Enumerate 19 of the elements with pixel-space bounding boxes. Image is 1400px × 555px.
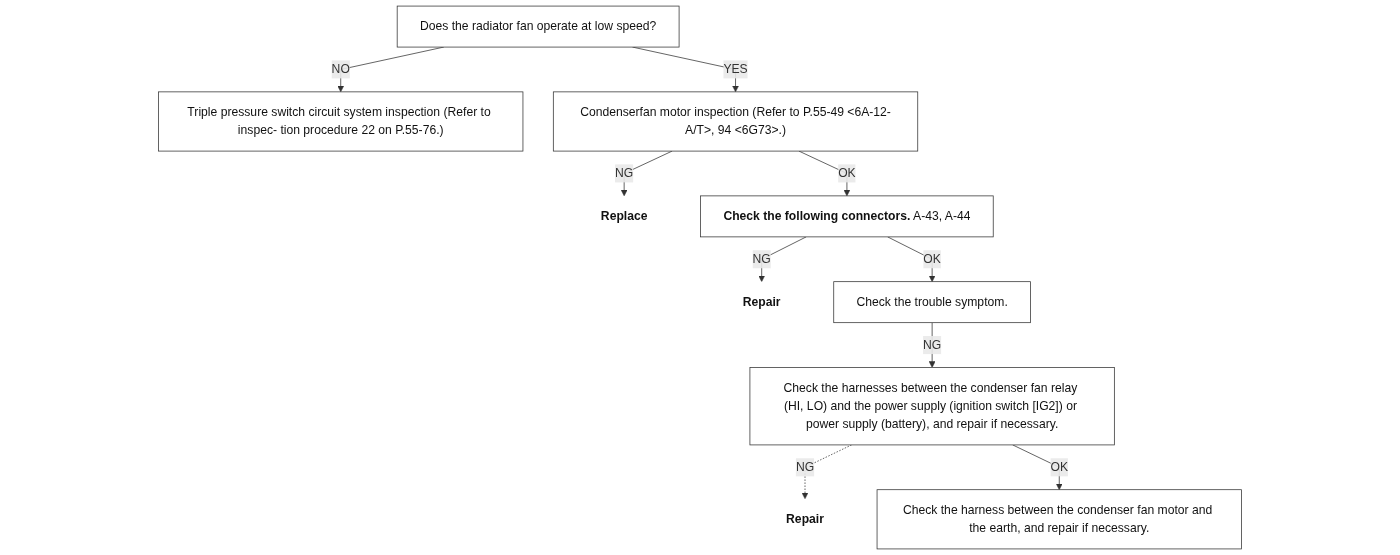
edge-label: NG <box>752 252 771 266</box>
edge-label: NG <box>795 460 815 474</box>
node-text: Repair <box>786 512 824 526</box>
edge-label: YES <box>723 62 748 76</box>
edge-label: NG <box>615 166 634 180</box>
node-box: Check the following connectors. A-43, A-44 <box>700 195 994 238</box>
node-box: Check the harness between the condenser fan motor and the earth, and repair if necessary. <box>876 489 1242 550</box>
node-box: Triple pressure switch circuit system inspection (Refer to inspec- tion procedure 22 on P.55-76.) <box>158 91 524 152</box>
node-box: Check the trouble symptom. <box>833 281 1031 324</box>
edge-label: OK <box>838 166 856 180</box>
node-text: Repair <box>742 295 781 309</box>
node-box: Condenserfan motor inspection (Refer to P.55-49 <6A-12-A/T>, 94 <6G73>.) <box>552 91 919 152</box>
edge-label: NG <box>923 338 942 352</box>
edge-label: OK <box>923 252 941 266</box>
edge-label: NO <box>331 62 350 76</box>
node-box: Does the radiator fan operate at low speed? <box>396 5 680 48</box>
node-text: Replace <box>600 209 648 223</box>
edge-label: OK <box>1050 460 1069 474</box>
node-box: Check the harnesses between the condenser fan relay (HI, LO) and the power supply (ignition switch [IG2]) or power supply (battery), and repair if necessary. <box>749 367 1115 446</box>
